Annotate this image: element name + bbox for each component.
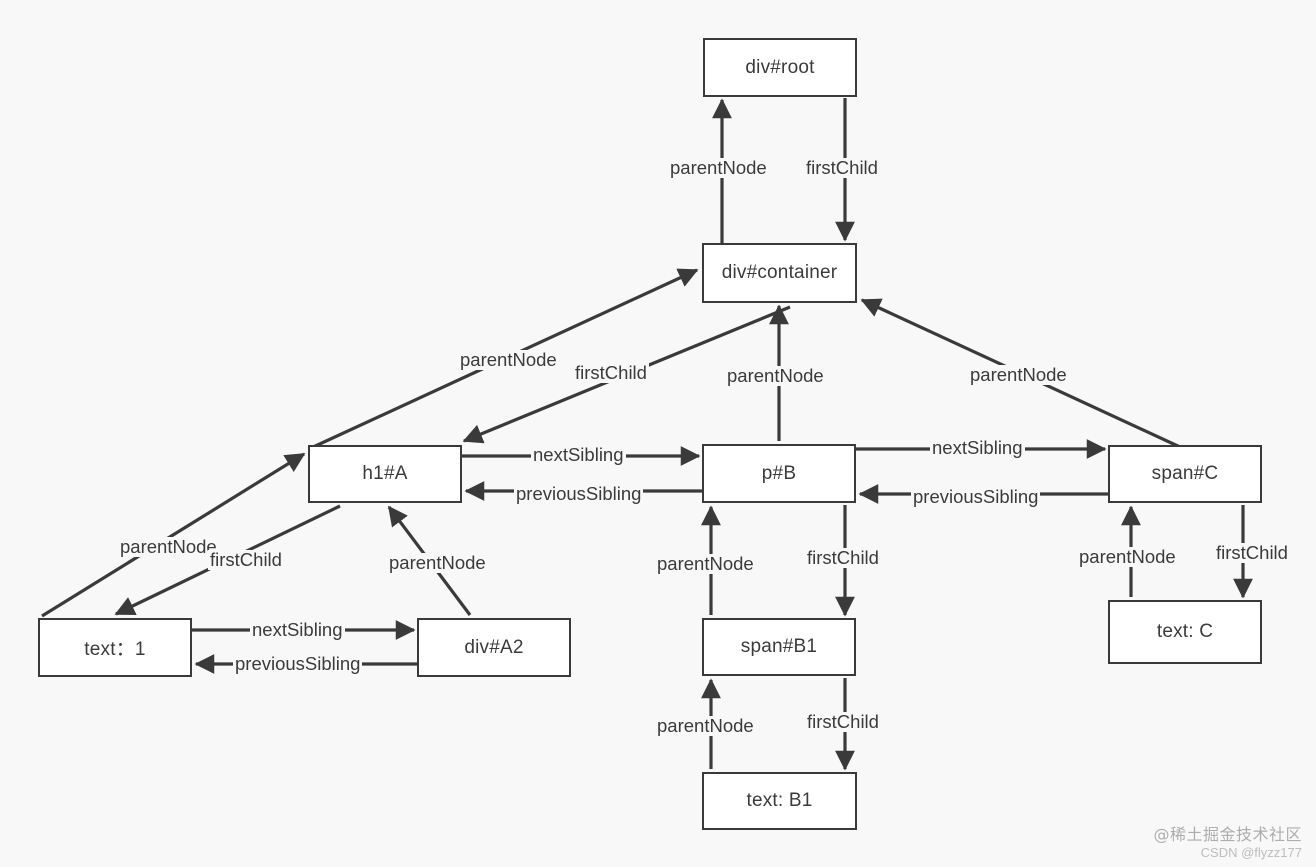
- node-div-container[interactable]: div#container: [702, 243, 857, 303]
- watermark: @稀土掘金技术社区 CSDN @flyzz177: [1153, 825, 1302, 861]
- edge-label-nextsibling: nextSibling: [930, 437, 1025, 458]
- node-label: div#container: [721, 262, 838, 283]
- edge-label-firstchild: firstChild: [805, 547, 881, 568]
- node-h1-a[interactable]: h1#A: [308, 445, 462, 503]
- edge-label-firstchild: firstChild: [573, 362, 649, 383]
- edge-label-parentnode: parentNode: [725, 365, 826, 386]
- edge-text1-parentnode-h1a: [41, 452, 306, 618]
- edge-label-previoussibling: previousSibling: [233, 653, 363, 674]
- node-p-b[interactable]: p#B: [702, 444, 856, 503]
- watermark-main: @稀土掘金技术社区: [1153, 825, 1302, 844]
- edge-label-nextsibling: nextSibling: [250, 619, 345, 640]
- edge-label-firstchild: firstChild: [1214, 542, 1290, 563]
- node-label: p#B: [761, 462, 797, 484]
- edge-label-nextsibling: nextSibling: [531, 444, 626, 465]
- node-span-b1[interactable]: span#B1: [702, 618, 856, 676]
- node-label: text: C: [1156, 621, 1214, 642]
- edge-label-previoussibling: previousSibling: [911, 486, 1041, 507]
- edge-label-parentnode: parentNode: [668, 157, 769, 178]
- edge-label-previoussibling: previousSibling: [514, 483, 644, 504]
- edge-label-parentnode: parentNode: [118, 536, 219, 557]
- node-label: h1#A: [362, 463, 408, 484]
- node-label: text: B1: [746, 790, 813, 811]
- edge-label-parentnode: parentNode: [968, 364, 1069, 385]
- edge-label-parentnode: parentNode: [655, 553, 756, 574]
- node-span-c[interactable]: span#C: [1108, 445, 1262, 503]
- edge-label-firstchild: firstChild: [208, 549, 284, 570]
- node-div-a2[interactable]: div#A2: [417, 618, 571, 677]
- node-text-b1[interactable]: text: B1: [702, 772, 857, 830]
- node-div-root[interactable]: div#root: [703, 38, 857, 97]
- edge-label-parentnode: parentNode: [387, 552, 488, 573]
- edge-label-parentnode: parentNode: [655, 715, 756, 736]
- node-label: span#B1: [740, 636, 818, 657]
- edge-label-parentnode: parentNode: [1077, 546, 1178, 567]
- watermark-sub: CSDN @flyzz177: [1200, 845, 1302, 860]
- edge-label-firstchild: firstChild: [805, 711, 881, 732]
- node-label: div#root: [745, 56, 815, 78]
- edge-label-parentnode: parentNode: [458, 349, 559, 370]
- node-text-1[interactable]: text：1: [38, 618, 192, 677]
- node-label: div#A2: [464, 636, 524, 658]
- node-label: text：1: [84, 639, 146, 660]
- node-label: span#C: [1151, 463, 1219, 484]
- node-text-c[interactable]: text: C: [1108, 600, 1262, 664]
- edge-label-firstchild: firstChild: [804, 157, 880, 178]
